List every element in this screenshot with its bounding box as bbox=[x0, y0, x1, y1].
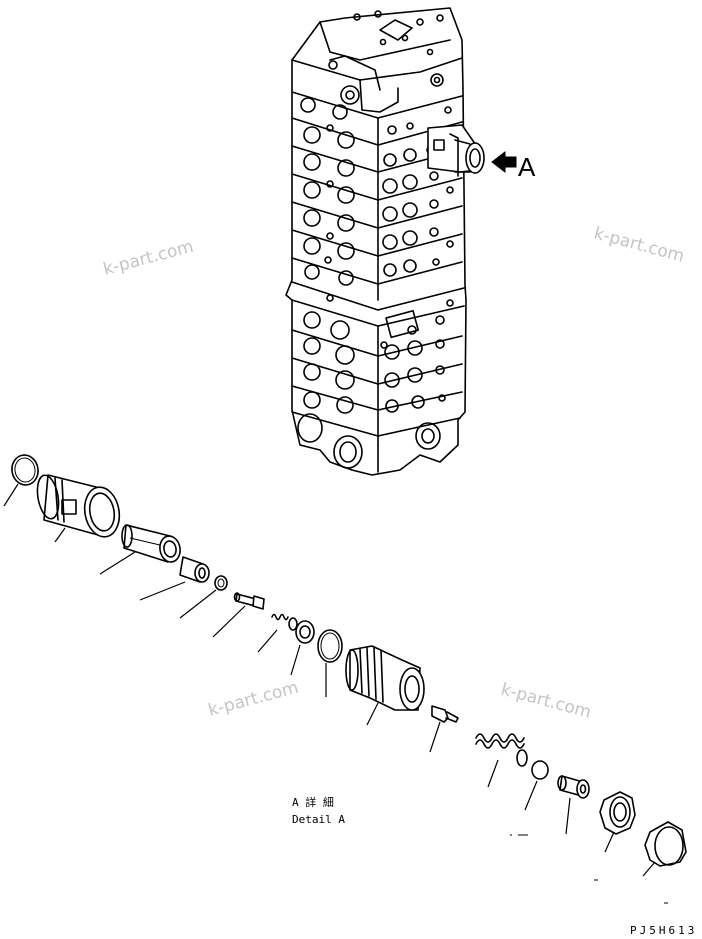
detail-label-jp: A 詳 細 bbox=[292, 795, 334, 809]
watermark-3: k-part.com bbox=[206, 678, 301, 721]
small-spring bbox=[257, 613, 298, 653]
relief-valve-protrusion bbox=[427, 124, 485, 177]
piston bbox=[139, 556, 210, 601]
watermark-1: k-part.com bbox=[101, 237, 196, 280]
o-ring-2 bbox=[317, 629, 343, 697]
disc bbox=[524, 760, 549, 811]
cap bbox=[642, 821, 687, 877]
adjusting-screw bbox=[557, 775, 590, 835]
detail-label-en: Detail A bbox=[292, 813, 345, 826]
spring bbox=[475, 733, 528, 788]
control-valve-assembly bbox=[285, 7, 485, 476]
upper-slices bbox=[291, 91, 463, 301]
view-arrow-a: A bbox=[491, 150, 536, 182]
washer bbox=[290, 620, 315, 676]
small-ring bbox=[179, 575, 228, 619]
view-arrow-label: A bbox=[518, 152, 536, 182]
drawing-code: PJ5H613 bbox=[630, 924, 697, 937]
watermark-4: k-part.com bbox=[499, 680, 594, 723]
o-ring-1 bbox=[3, 454, 39, 507]
watermark-2: k-part.com bbox=[592, 224, 687, 267]
sleeve-housing bbox=[36, 474, 121, 543]
lock-nut bbox=[599, 791, 636, 853]
spool bbox=[99, 524, 181, 575]
exploded-parts bbox=[3, 454, 687, 904]
relief-valve-body bbox=[345, 645, 425, 726]
poppet bbox=[212, 592, 265, 638]
small-poppet bbox=[429, 705, 459, 753]
